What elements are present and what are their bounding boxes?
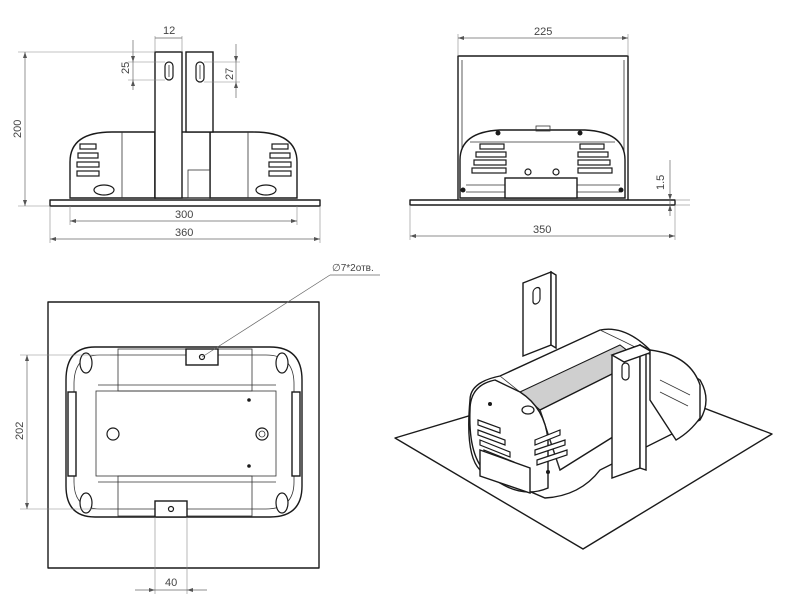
top-housing — [65, 346, 303, 518]
front-fins-left — [76, 143, 115, 196]
hole-note: ∅7*2отв. — [332, 263, 374, 274]
dim-slot-height-right: 27 — [224, 68, 236, 80]
dim-plate-width: 360 — [175, 227, 193, 239]
dim-plate-thickness: 1.5 — [655, 175, 667, 190]
dim-plate-width-side: 350 — [533, 224, 551, 236]
iso-bracket-left — [522, 270, 552, 358]
top-lamp-socket-left — [106, 427, 120, 441]
iso-end-cap-right — [649, 349, 701, 441]
side-bracket — [457, 55, 629, 200]
dim-slot-height-left: 25 — [120, 62, 132, 74]
side-base-plate — [409, 199, 676, 206]
top-base-plate — [47, 301, 320, 569]
front-fins-right — [255, 143, 292, 196]
top-view: ∅7*2отв. 202 40 — [14, 263, 380, 594]
isometric-view — [394, 270, 773, 550]
front-view: 12 25 27 200 300 360 — [12, 25, 321, 243]
dim-bracket-width: 225 — [534, 26, 552, 38]
side-fins-left — [471, 143, 507, 174]
dim-body-width: 300 — [175, 209, 193, 221]
iso-ballast-box — [479, 449, 531, 494]
side-view: 225 1.5 350 — [409, 26, 690, 240]
side-fins-right — [577, 143, 613, 174]
iso-fins — [477, 419, 568, 468]
dim-slot-width: 12 — [163, 25, 175, 37]
dim-depth: 202 — [14, 422, 26, 440]
top-lamp-socket-right — [255, 427, 269, 441]
dim-height: 200 — [12, 120, 24, 138]
dim-hole-spacing: 40 — [165, 577, 177, 589]
front-base-plate — [49, 199, 321, 207]
top-hole-lower — [167, 505, 175, 513]
